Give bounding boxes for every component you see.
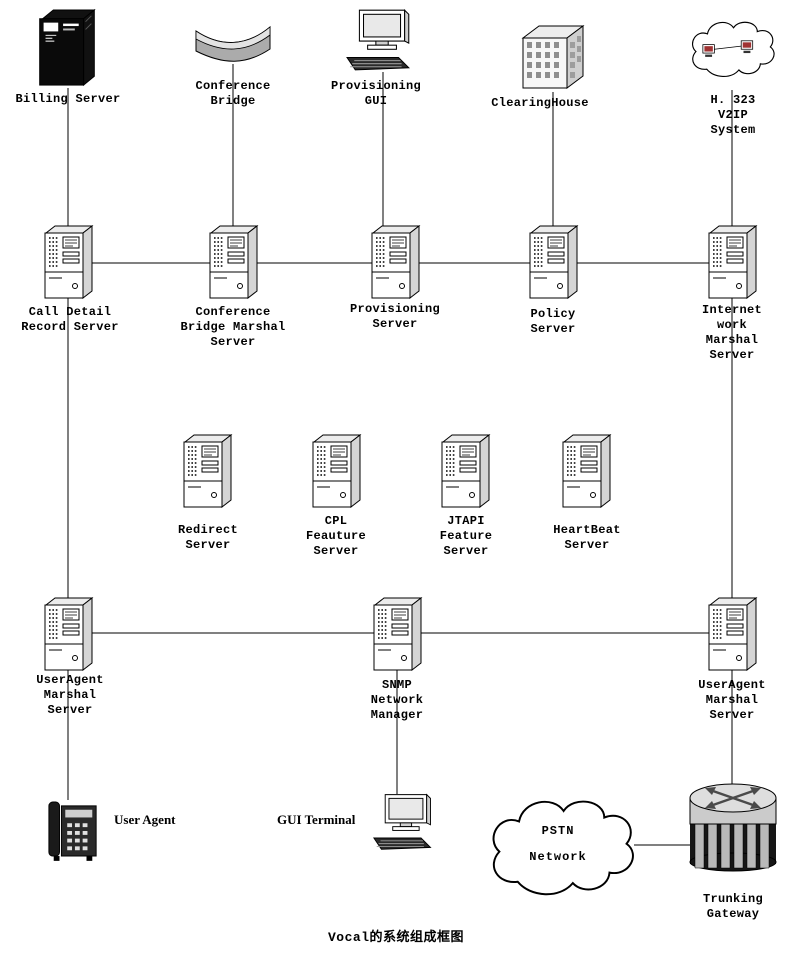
conference-bridge-marshal-server-label: Conference Bridge Marshal Server — [180, 305, 286, 349]
provisioning-server-label: Provisioning Server — [349, 302, 441, 331]
billing-server-icon — [36, 8, 98, 88]
provisioning-server-icon — [369, 224, 421, 300]
redirect-server-icon — [181, 433, 233, 509]
redirect-server-label: Redirect Server — [177, 523, 239, 552]
useragent-marshal-server-right-icon — [706, 596, 758, 672]
policy-server-label: Policy Server — [530, 307, 576, 336]
heartbeat-server-icon — [560, 433, 612, 509]
call-detail-record-server-icon — [42, 224, 94, 300]
billing-server-label: Billing Server — [15, 92, 121, 106]
call-detail-record-server-label: Call Detail Record Server — [21, 305, 119, 334]
trunking-gateway-icon — [688, 782, 778, 874]
gui-terminal-label: GUI Terminal — [277, 812, 356, 827]
h323-v2ip-label: H. 323 V2IP System — [710, 93, 756, 137]
useragent-marshal-server-right-label: UserAgent Marshal Server — [698, 678, 766, 722]
conference-bridge-icon — [194, 22, 272, 64]
provisioning-gui-label: Provisioning GUI — [330, 79, 422, 108]
conference-bridge-marshal-server-icon — [207, 224, 259, 300]
snmp-network-manager-label: SNMP Network Manager — [370, 678, 424, 722]
clearinghouse-label: ClearingHouse — [491, 96, 589, 110]
user-agent-label: User Agent — [114, 812, 176, 827]
jtapi-feature-server-label: JTAPI Feature Server — [439, 514, 493, 558]
trunking-gateway-label: Trunking Gateway — [702, 892, 764, 921]
cpl-feature-server-label: CPL Feauture Server — [305, 514, 367, 558]
useragent-marshal-server-left-icon — [42, 596, 94, 672]
clearinghouse-icon — [510, 20, 596, 92]
gui-terminal-icon — [372, 790, 438, 852]
useragent-marshal-server-left-label: UserAgent Marshal Server — [36, 673, 104, 717]
jtapi-feature-server-icon — [439, 433, 491, 509]
conference-bridge-label: Conference Bridge — [195, 79, 271, 108]
policy-server-icon — [527, 224, 579, 300]
pstn-network-label: PSTN Network — [529, 824, 587, 864]
cpl-feature-server-icon — [310, 433, 362, 509]
internetwork-marshal-server-icon — [706, 224, 758, 300]
h323-v2ip-cloud-icon — [686, 10, 778, 90]
internetwork-marshal-server-label: Internet work Marshal Server — [701, 303, 763, 362]
snmp-network-manager-icon — [371, 596, 423, 672]
diagram-title: Vocal的系统组成框图 — [327, 930, 465, 945]
provisioning-gui-icon — [345, 6, 417, 72]
heartbeat-server-label: HeartBeat Server — [553, 523, 621, 552]
user-agent-phone-icon — [46, 796, 100, 864]
